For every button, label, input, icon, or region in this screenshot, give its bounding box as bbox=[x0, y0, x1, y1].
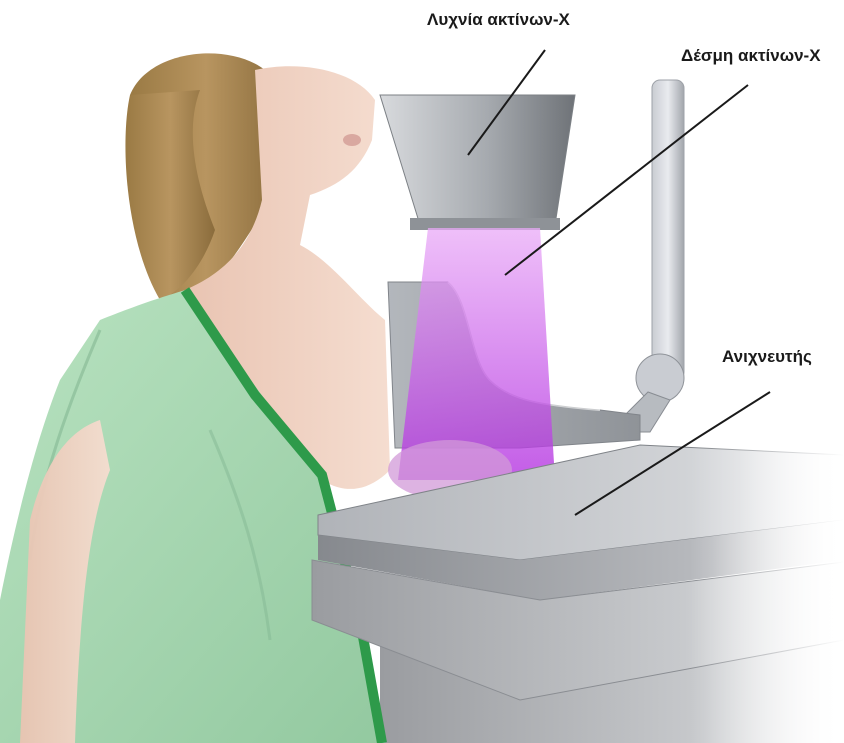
xray-beam-label: Δέσμη ακτίνων-Χ bbox=[681, 46, 821, 66]
machine-arm bbox=[600, 80, 684, 432]
xray-tube bbox=[380, 95, 575, 230]
xray-tube-label: Λυχνία ακτίνων-Χ bbox=[427, 10, 570, 30]
xray-beam bbox=[398, 228, 555, 480]
detector-label: Ανιχνευτής bbox=[722, 347, 812, 367]
